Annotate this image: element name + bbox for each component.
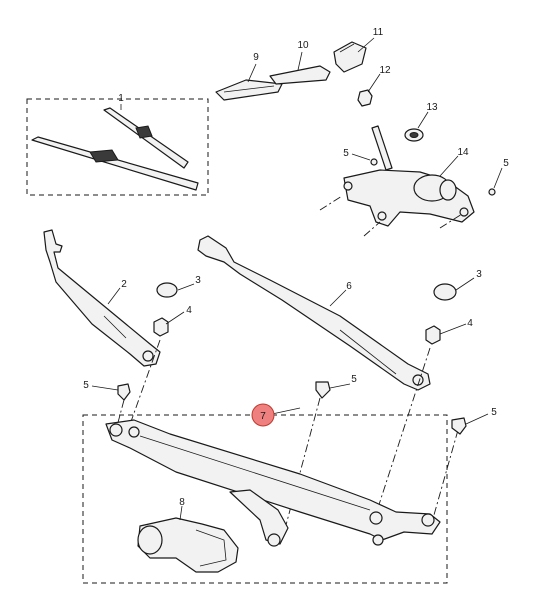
- callout-11: 11: [373, 27, 384, 38]
- left-arm-cap[interactable]: [156, 282, 178, 298]
- callout-12: 12: [379, 65, 391, 76]
- callout-1: 1: [118, 93, 124, 104]
- wiper-blade-set-box: [26, 98, 209, 196]
- callout-14: 14: [457, 147, 469, 158]
- rear-wiper-arm[interactable]: [269, 65, 331, 85]
- callout-5-linkage-right: 5: [491, 407, 497, 418]
- right-wiper-arm[interactable]: [197, 235, 431, 391]
- rear-wiper-arm-cover[interactable]: [333, 41, 367, 73]
- callout-7: 7: [260, 411, 266, 422]
- wiper-linkage[interactable]: [105, 419, 441, 547]
- right-arm-nut[interactable]: [425, 325, 441, 345]
- callout-9: 9: [253, 52, 259, 63]
- rear-wiper-nut[interactable]: [357, 89, 373, 107]
- callout-2: 2: [121, 279, 127, 290]
- callout-5-linkage-left: 5: [83, 380, 89, 391]
- right-arm-cap[interactable]: [433, 283, 457, 301]
- linkage-screw-center[interactable]: [315, 381, 331, 399]
- callout-5-linkage-center: 5: [351, 374, 357, 385]
- callout-3-right: 3: [476, 269, 482, 280]
- callout-10: 10: [297, 40, 309, 51]
- callout-5-rear-bolt: 5: [503, 158, 509, 169]
- callout-4-right: 4: [467, 318, 473, 329]
- rear-wiper-motor[interactable]: [343, 125, 475, 227]
- linkage-screw-right[interactable]: [451, 417, 467, 435]
- rear-wiper-seal[interactable]: [404, 128, 424, 142]
- callout-4-left: 4: [186, 305, 192, 316]
- left-wiper-arm[interactable]: [43, 229, 161, 367]
- linkage-screw-left[interactable]: [117, 383, 131, 401]
- callout-8: 8: [179, 497, 185, 508]
- front-wiper-motor[interactable]: [137, 517, 239, 573]
- callout-7-highlight[interactable]: [251, 403, 275, 427]
- rear-motor-screw[interactable]: [370, 158, 378, 166]
- front-wiper-blades[interactable]: [31, 107, 199, 191]
- callout-3-left: 3: [195, 275, 201, 286]
- callout-5-rear-screw: 5: [343, 148, 349, 159]
- left-arm-nut[interactable]: [153, 317, 169, 337]
- rear-motor-bolt[interactable]: [488, 188, 496, 196]
- callout-13: 13: [426, 102, 438, 113]
- callout-6: 6: [346, 281, 352, 292]
- rear-wiper-blade[interactable]: [215, 79, 283, 101]
